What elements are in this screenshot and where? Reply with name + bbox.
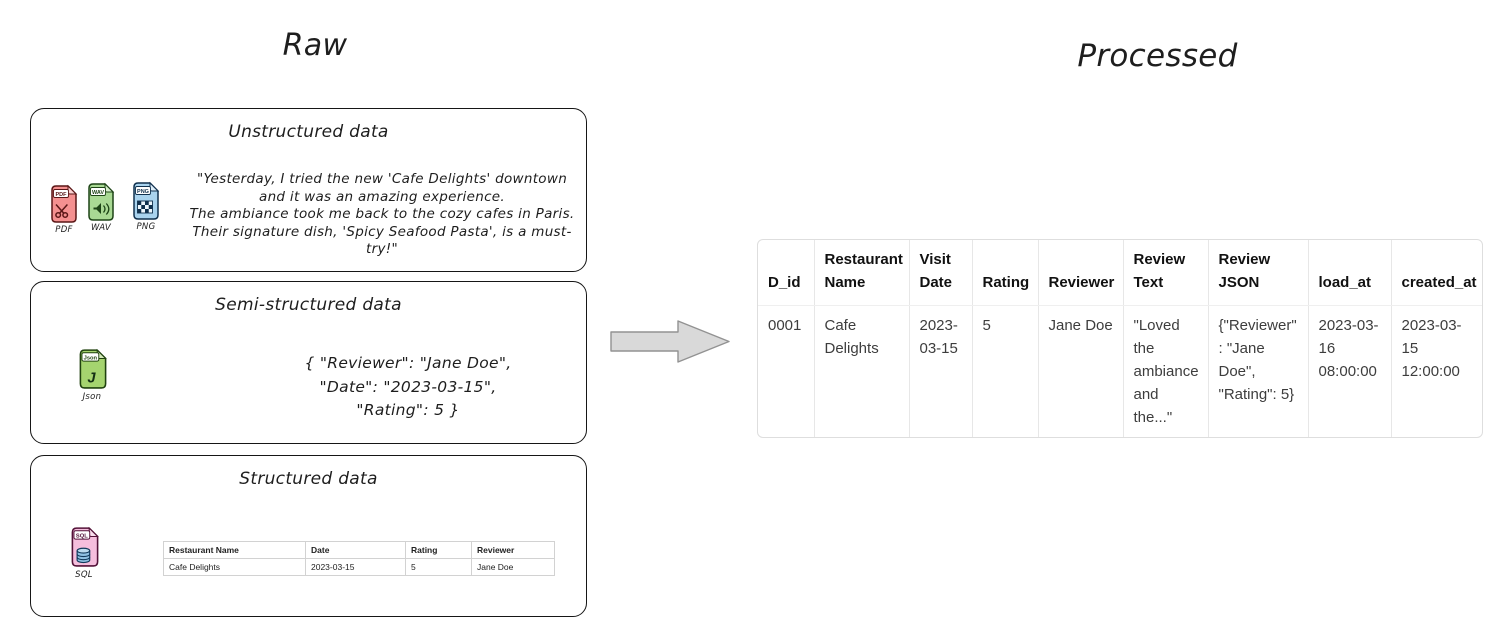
- cell-review-json: {"Reviewer": "Jane Doe", "Rating": 5}: [1207, 305, 1308, 437]
- raw-section-title: Raw: [282, 28, 348, 63]
- cell-d-id: 0001: [768, 317, 802, 334]
- j-letter-glyph: J: [87, 371, 96, 387]
- json-file-label: Json: [82, 392, 102, 402]
- unstructured-box-title: Unstructured data: [228, 122, 389, 142]
- processed-section-title: Processed: [1077, 38, 1238, 74]
- sql-file-icon: SQL SQL: [69, 526, 99, 580]
- pdf-badge-text: PDF: [56, 192, 68, 198]
- json-line: "Date": "2023-03-15",: [319, 377, 497, 396]
- semi-structured-data-box: Semi-structured data Json J Json { "Revi…: [30, 281, 587, 444]
- json-badge-text: Json: [84, 355, 98, 361]
- cell-rating: 5: [971, 305, 1038, 437]
- quote-line: The ambiance took me back to the cozy ca…: [189, 206, 575, 222]
- header-cell-load-at: load_at: [1307, 240, 1391, 306]
- header-cell-rating: Rating: [971, 240, 1038, 306]
- quote-line: Their signature dish, 'Spicy Seafood Pas…: [192, 223, 572, 258]
- quote-line: "Yesterday, I tried the new 'Cafe Deligh…: [196, 171, 568, 187]
- semi-structured-box-title: Semi-structured data: [215, 295, 402, 315]
- png-file-label: PNG: [136, 222, 156, 232]
- wav-file-icon: WAV WAV: [86, 182, 116, 233]
- wav-badge-text: WAV: [92, 190, 104, 196]
- cell-created-at: 2023-03-15 12:00:00: [1390, 305, 1482, 437]
- database-glyph: [76, 547, 91, 564]
- cell-load-at: 2023-03-16 08:00:00: [1307, 305, 1391, 437]
- mini-header-cell: Reviewer: [471, 541, 555, 559]
- cell-reviewer: Jane Doe: [1037, 305, 1123, 437]
- checkerboard-glyph: [137, 200, 153, 214]
- sql-badge-text: SQL: [76, 533, 88, 539]
- mini-header-cell: Rating: [405, 541, 472, 559]
- mini-cell: Cafe Delights: [163, 558, 306, 576]
- header-cell-restaurant-name: Restaurant Name: [813, 240, 909, 306]
- json-snippet-text: { "Reviewer": "Jane Doe", "Date": "2023-…: [243, 352, 573, 423]
- processed-table: D_id Restaurant Name Visit Date Rating R…: [757, 239, 1483, 438]
- speaker-glyph: [93, 203, 110, 215]
- mini-table-row: Cafe Delights 2023-03-15 5 Jane Doe: [163, 558, 555, 576]
- header-cell-created-at: created_at: [1390, 240, 1482, 306]
- structured-data-box: Structured data SQL SQL: [30, 455, 587, 617]
- header-cell-review-text: Review Text: [1122, 240, 1208, 306]
- mini-header-cell: Restaurant Name: [163, 541, 306, 559]
- sql-file-label: SQL: [75, 570, 93, 580]
- json-line: { "Reviewer": "Jane Doe",: [304, 354, 512, 372]
- wav-file-label: WAV: [90, 223, 112, 233]
- scissors-glyph: [55, 203, 69, 219]
- json-line: "Rating": 5 }: [356, 401, 460, 419]
- header-cell-visit-date: Visit Date: [908, 240, 972, 306]
- mini-cell: Jane Doe: [471, 558, 555, 576]
- header-cell-review-json: Review JSON: [1207, 240, 1308, 306]
- mini-table-header-row: Restaurant Name Date Rating Reviewer: [163, 541, 555, 559]
- quote-line: and it was an amazing experience.: [259, 188, 505, 205]
- mini-cell: 5: [405, 558, 472, 576]
- cell-visit-date: 2023-03-15: [908, 305, 972, 437]
- processed-table-header-row: D_id Restaurant Name Visit Date Rating R…: [758, 240, 1482, 306]
- pdf-file-label: PDF: [55, 225, 73, 235]
- review-quote-text: "Yesterday, I tried the new 'Cafe Deligh…: [181, 171, 583, 259]
- cell-review-text: "Loved the ambiance and the...": [1122, 305, 1208, 437]
- structured-box-title: Structured data: [239, 469, 378, 489]
- header-cell-reviewer: Reviewer: [1037, 240, 1123, 306]
- header-cell-d-id: D_id: [758, 240, 814, 306]
- cell-restaurant-name: Cafe Delights: [813, 305, 909, 437]
- png-badge-text: PNG: [137, 189, 149, 195]
- processed-table-row: 0001 Cafe Delights 2023-03-15 5 Jane Doe…: [758, 305, 1482, 437]
- flow-arrow-icon: [610, 318, 732, 370]
- json-file-icon: Json J Json: [77, 348, 107, 402]
- png-file-icon: PNG PNG: [131, 181, 161, 232]
- structured-mini-table: Restaurant Name Date Rating Reviewer Caf…: [163, 541, 555, 576]
- mini-cell: 2023-03-15: [305, 558, 406, 576]
- pdf-file-icon: PDF PDF: [49, 184, 79, 235]
- unstructured-data-box: Unstructured data PDF PDF: [30, 108, 587, 272]
- mini-header-cell: Date: [305, 541, 406, 559]
